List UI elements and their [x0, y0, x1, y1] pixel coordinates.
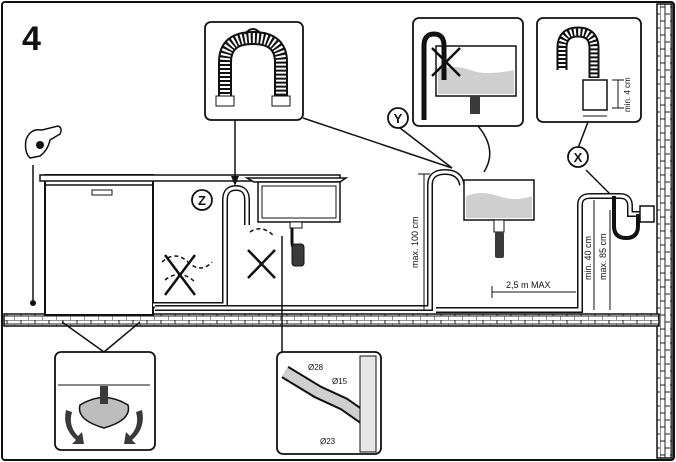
crossed-out-icon — [161, 254, 213, 296]
floor-band — [3, 313, 660, 327]
callout-pointers — [302, 117, 613, 197]
marker-x: X — [567, 146, 589, 168]
callout-diameters: Ø28 Ø15 Ø23 — [276, 351, 382, 455]
wall-drain — [436, 193, 655, 313]
callout-sink-wrong — [412, 17, 524, 127]
marker-z: Z — [191, 189, 213, 211]
dim-min-40-max-85: min. 40 cm max. 85 cm — [583, 200, 611, 310]
svg-text:X: X — [574, 150, 583, 165]
svg-text:min. 4 cm: min. 4 cm — [623, 77, 632, 112]
hand-plug-icon — [24, 125, 62, 159]
svg-text:max. 85 cm: max. 85 cm — [598, 233, 608, 280]
sink-right — [463, 179, 535, 258]
svg-text:max. 100 cm: max. 100 cm — [410, 216, 420, 268]
callout-leveling-foot — [54, 351, 156, 451]
svg-text:Ø23: Ø23 — [320, 437, 336, 446]
callout-hose-loop — [204, 21, 304, 121]
sink-left — [244, 177, 349, 267]
power-cord — [30, 165, 36, 306]
crossed-out-icon — [247, 228, 276, 279]
rotate-arrow-icon — [65, 410, 143, 444]
drain-hose — [153, 168, 465, 311]
step-number: 4 — [22, 20, 41, 58]
svg-text:Z: Z — [198, 193, 206, 208]
floor-pointers — [61, 236, 283, 353]
dim-max-2-5: 2,5 m MAX — [491, 280, 576, 298]
svg-text:Y: Y — [394, 111, 403, 126]
svg-text:Ø15: Ø15 — [332, 377, 348, 386]
svg-text:Ø28: Ø28 — [308, 363, 324, 372]
brick-wall-right — [656, 3, 673, 459]
dim-max-100: max. 100 cm — [410, 173, 430, 310]
svg-text:2,5 m MAX: 2,5 m MAX — [506, 280, 551, 290]
marker-y: Y — [387, 107, 409, 129]
svg-text:min. 40 cm: min. 40 cm — [583, 236, 593, 280]
callout-hose-min: min. 4 cm — [536, 17, 642, 123]
